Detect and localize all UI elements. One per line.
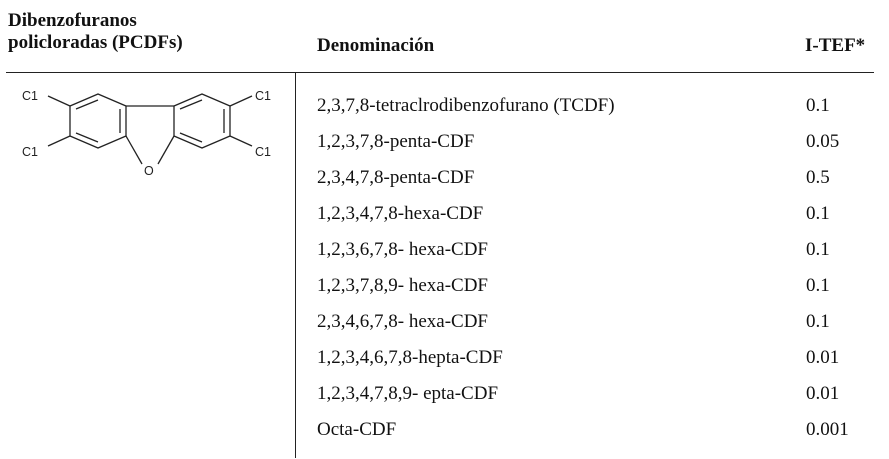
row-tef: 0.001 <box>806 419 849 440</box>
table-row: 2,3,4,6,7,8- hexa-CDF 0.1 <box>317 304 877 340</box>
table-row: 2,3,7,8-tetraclrodibenzofurano (TCDF) 0.… <box>317 88 877 124</box>
table-row: 1,2,3,7,8-penta-CDF 0.05 <box>317 124 877 160</box>
atom-label-top-right: C1 <box>255 89 271 103</box>
row-tef: 0.5 <box>806 167 830 188</box>
row-name: 1,2,3,7,8,9- hexa-CDF <box>317 275 488 296</box>
right-benzene-ring <box>173 93 231 149</box>
left-benzene-ring <box>69 93 127 149</box>
table-header: Dibenzofuranos policloradas (PCDFs) Deno… <box>0 0 889 74</box>
header-rule <box>6 72 874 73</box>
table-row: Octa-CDF 0.001 <box>317 412 877 448</box>
header-pcdfs-line2: policloradas (PCDFs) <box>8 32 183 53</box>
pcdf-rows: 2,3,7,8-tetraclrodibenzofurano (TCDF) 0.… <box>317 88 877 448</box>
table-row: 2,3,4,7,8-penta-CDF 0.5 <box>317 160 877 196</box>
atom-label-bottom-left: C1 <box>22 145 38 159</box>
table-row: 1,2,3,4,7,8,9- epta-CDF 0.01 <box>317 376 877 412</box>
table-row: 1,2,3,6,7,8- hexa-CDF 0.1 <box>317 232 877 268</box>
row-name: 1,2,3,4,7,8,9- epta-CDF <box>317 383 499 404</box>
header-i-tef: I-TEF* <box>805 35 866 56</box>
header-pcdfs-line1: Dibenzofuranos <box>8 10 137 31</box>
table-row: 1,2,3,4,6,7,8-hepta-CDF 0.01 <box>317 340 877 376</box>
right-double-bond-1 <box>179 99 203 110</box>
cl-bond-top-right <box>229 95 253 107</box>
row-tef: 0.05 <box>806 131 840 152</box>
row-name: 1,2,3,4,7,8-hexa-CDF <box>317 203 484 224</box>
row-tef: 0.1 <box>806 311 830 332</box>
row-name: Octa-CDF <box>317 419 397 440</box>
atom-label-bottom-right: C1 <box>255 145 271 159</box>
row-name: 2,3,4,7,8-penta-CDF <box>317 167 475 188</box>
row-tef: 0.1 <box>806 203 830 224</box>
atom-label-top-left: C1 <box>22 89 38 103</box>
left-double-bond-1 <box>75 99 99 110</box>
row-tef: 0.1 <box>806 95 830 116</box>
furan-left-bond <box>125 135 143 165</box>
column-divider <box>295 72 296 458</box>
row-tef: 0.01 <box>806 347 840 368</box>
row-tef: 0.1 <box>806 239 830 260</box>
table-row: 1,2,3,4,7,8-hexa-CDF 0.1 <box>317 196 877 232</box>
cl-bond-top-left <box>47 95 71 107</box>
header-pcdfs: Dibenzofuranos policloradas (PCDFs) <box>8 10 183 54</box>
furan-right-bond <box>157 135 175 165</box>
header-denominacion: Denominación <box>317 35 435 56</box>
row-name: 2,3,4,6,7,8- hexa-CDF <box>317 311 488 332</box>
atom-label-oxygen: O <box>144 164 154 178</box>
row-name: 2,3,7,8-tetraclrodibenzofurano (TCDF) <box>317 95 615 116</box>
row-tef: 0.01 <box>806 383 840 404</box>
left-double-bond-3 <box>75 132 99 143</box>
row-name: 1,2,3,4,6,7,8-hepta-CDF <box>317 347 503 368</box>
cl-bond-bottom-left <box>47 135 71 147</box>
table-row: 1,2,3,7,8,9- hexa-CDF 0.1 <box>317 268 877 304</box>
row-name: 1,2,3,7,8-penta-CDF <box>317 131 475 152</box>
row-name: 1,2,3,6,7,8- hexa-CDF <box>317 239 488 260</box>
dibenzofuran-structure: C1 C1 C1 C1 O <box>14 84 290 194</box>
right-double-bond-3 <box>179 132 203 143</box>
row-tef: 0.1 <box>806 275 830 296</box>
dibenzofuran-structure-svg: C1 C1 C1 C1 O <box>22 89 271 178</box>
cl-bond-bottom-right <box>229 135 253 147</box>
